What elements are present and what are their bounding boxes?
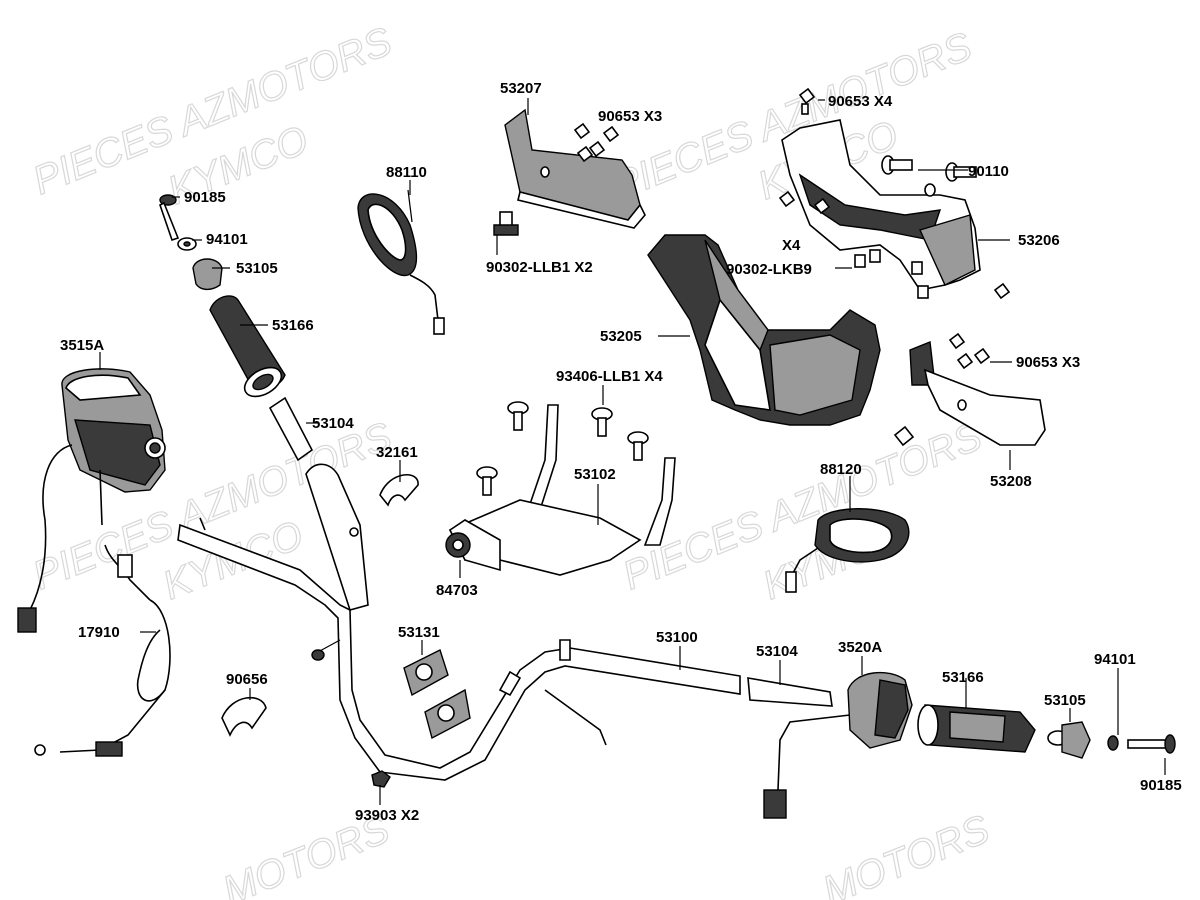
label-32161: 32161 [376, 444, 418, 461]
clip-90653-group-a [573, 122, 620, 163]
label-53104-upper: 53104 [312, 415, 354, 432]
label-53206: 53206 [1018, 232, 1060, 249]
pin-90110 [881, 155, 977, 197]
handlebar-holder-53131 [403, 649, 471, 740]
label-90653-c: 90653 X3 [1016, 354, 1080, 371]
label-90653-a: 90653 X3 [598, 108, 662, 125]
cable-band-32161 [379, 473, 419, 507]
label-53208: 53208 [990, 473, 1032, 490]
switch-right-3520A [763, 671, 913, 819]
label-90185-upper: 90185 [184, 189, 226, 206]
mirror-left-88110 [357, 189, 445, 335]
label-53105-upper: 53105 [236, 260, 278, 277]
label-3520A: 3520A [838, 639, 882, 656]
label-90110: 90110 [968, 163, 1009, 180]
label-3515A: 3515A [60, 337, 104, 354]
label-94101-lower: 94101 [1094, 651, 1136, 668]
front-cover-53205 [647, 234, 881, 426]
label-93406-llb1: 93406-LLB1 X4 [556, 368, 663, 385]
bolt-90302-llb1 [493, 211, 519, 236]
front-cover-right-53208 [909, 341, 1046, 446]
label-90302-llb1: 90302-LLB1 X2 [486, 259, 593, 276]
bracket-53102 [448, 404, 676, 576]
label-94101-upper: 94101 [206, 231, 248, 248]
label-84703: 84703 [436, 582, 478, 599]
screw-90185-upper [159, 194, 180, 242]
grip-left-53166 [209, 295, 286, 398]
label-88110: 88110 [386, 164, 427, 181]
label-x4: X4 [782, 237, 801, 254]
rubber-84703 [445, 532, 471, 558]
label-88120: 88120 [820, 461, 862, 478]
clip-90653-group-c [893, 332, 991, 447]
label-90656: 90656 [226, 671, 268, 688]
bolt-93406-llb1 [476, 401, 649, 496]
grip-right-53166 [917, 704, 1036, 753]
label-90302-lkb9: 90302-LKB9 [726, 261, 812, 278]
label-53105-lower: 53105 [1044, 692, 1086, 709]
cable-band-90656 [221, 696, 267, 737]
throttle-sleeve-53104-left [268, 396, 314, 462]
leader-lines [99, 98, 1166, 805]
label-90653-b: 90653 X4 [828, 93, 893, 110]
screw-90185-lower [1127, 734, 1176, 754]
clip-90653-group-b [778, 87, 1011, 300]
label-53104-lower: 53104 [756, 643, 798, 660]
throttle-sleeve-53104-right [747, 677, 833, 707]
watermark-text: MOTORS [817, 807, 996, 900]
label-53166-lower: 53166 [942, 669, 984, 686]
front-cover-left-53207 [504, 108, 646, 229]
handlebar-53100 [177, 463, 741, 781]
label-53131: 53131 [398, 624, 440, 641]
brake-master-cylinder-3515A [61, 368, 166, 493]
label-93903: 93903 X2 [355, 807, 419, 824]
washer-94101-upper [177, 237, 197, 251]
bar-end-53105-lower [1047, 721, 1091, 759]
label-53166-upper: 53166 [272, 317, 314, 334]
label-90185-lower: 90185 [1140, 777, 1182, 794]
label-53100: 53100 [656, 629, 698, 646]
label-17910: 17910 [78, 624, 120, 641]
mirror-right-88120 [785, 508, 910, 593]
bar-end-53105-upper [192, 258, 223, 291]
label-53102: 53102 [574, 466, 616, 483]
wire-harness-17910 [17, 444, 171, 757]
screw-93903 [311, 639, 391, 788]
washer-94101-lower [1107, 735, 1119, 751]
label-53207: 53207 [500, 80, 542, 97]
label-53205: 53205 [600, 328, 642, 345]
